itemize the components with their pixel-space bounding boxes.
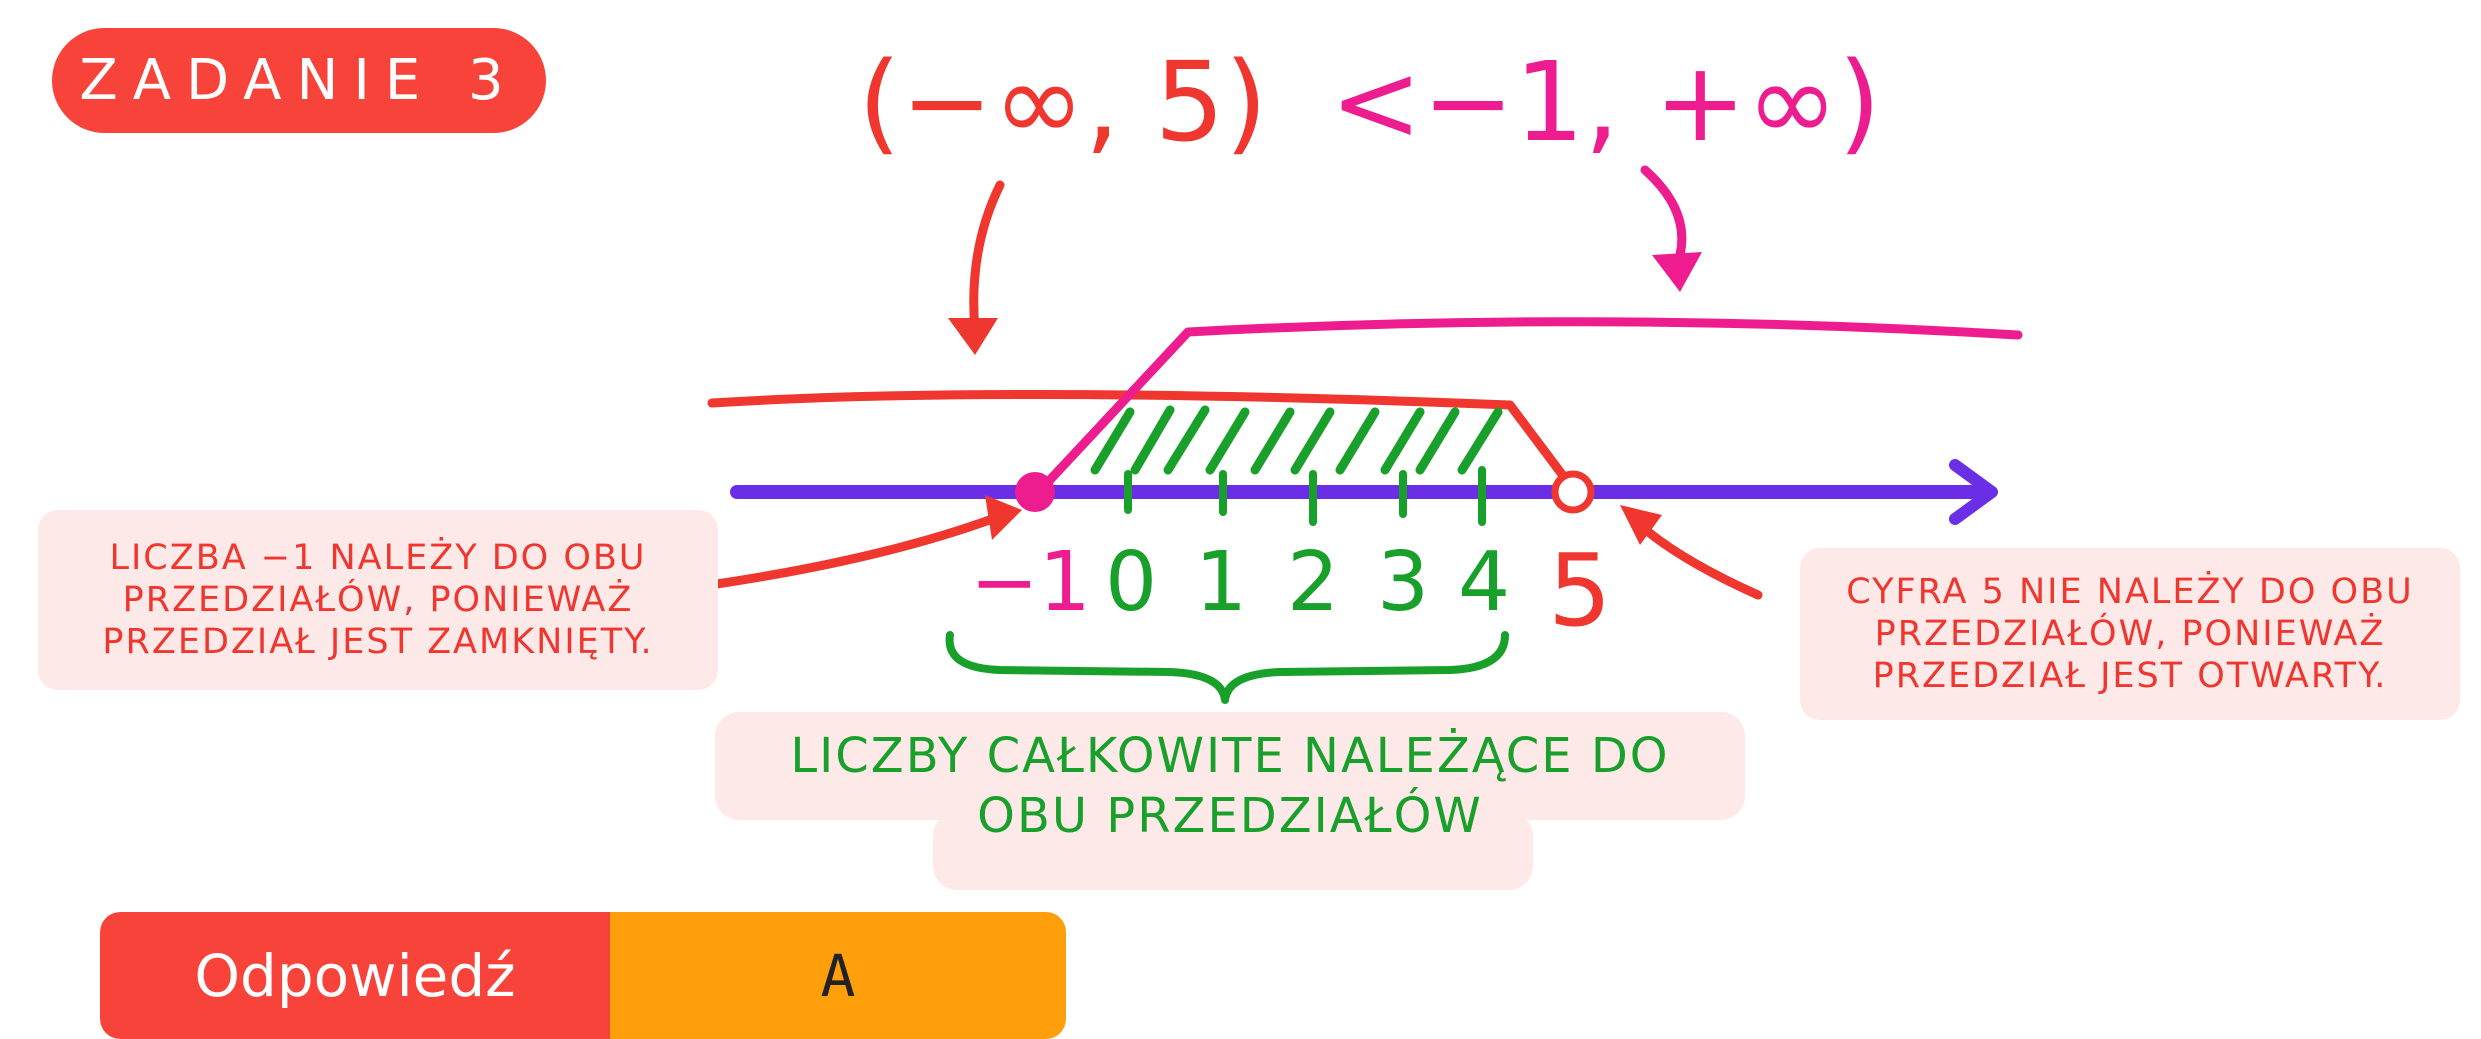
tick-label-4: 4 (1458, 535, 1510, 630)
note-integers-line2: obu przedziałów (977, 788, 1483, 844)
task-label: ZADANIE 3 (79, 48, 519, 113)
arrow-left-note (705, 495, 1022, 590)
tick-label-minus1: −1 (970, 535, 1091, 630)
answer-value: A (610, 912, 1066, 1039)
note-open-endpoint-text: Cyfra 5 nie należy do obu przedziałów, p… (1846, 572, 2414, 696)
task-badge: ZADANIE 3 (52, 28, 546, 133)
note-integers-line1: Liczby całkowite należące do (790, 728, 1670, 784)
interval-first-line (707, 389, 1575, 490)
note-integers: Liczby całkowite należące do obu przedzi… (715, 712, 1745, 890)
open-endpoint-circle (1551, 470, 1595, 514)
answer-label: Odpowiedź (100, 912, 610, 1039)
intersection-hatching (1090, 405, 1503, 475)
answer-bar: Odpowiedź A (100, 912, 1066, 1039)
closed-endpoint-dot (1015, 472, 1055, 512)
note-closed-endpoint: Liczba −1 należy do obu przedziałów, pon… (38, 510, 718, 690)
integer-ticks (1124, 466, 1486, 526)
note-closed-endpoint-text: Liczba −1 należy do obu przedziałów, pon… (102, 538, 654, 662)
tick-label-3: 3 (1377, 535, 1429, 630)
interval-second-line (1043, 317, 2023, 487)
interval-second-label: <−1, +∞) (1330, 38, 1881, 166)
tick-label-0: 0 (1105, 535, 1157, 630)
integers-curly-brace (945, 631, 1509, 704)
tick-label-5: 5 (1548, 532, 1612, 649)
arrow-first-interval (948, 180, 1005, 355)
tick-label-1: 1 (1195, 535, 1247, 630)
interval-first-label: (−∞, 5) (858, 38, 1268, 166)
number-line-axis (730, 459, 1998, 525)
note-open-endpoint: Cyfra 5 nie należy do obu przedziałów, p… (1800, 548, 2460, 720)
arrow-right-note (1620, 505, 1763, 600)
tick-label-2: 2 (1287, 535, 1339, 630)
arrow-second-interval (1640, 165, 1702, 292)
